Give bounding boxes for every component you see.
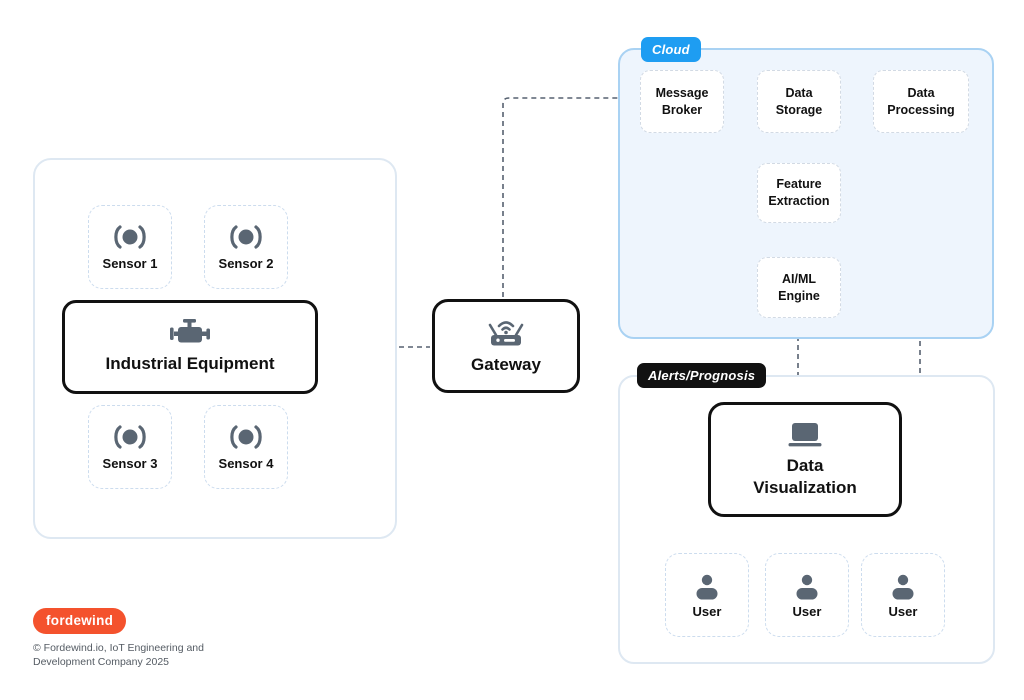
cloud-tag: Cloud — [641, 37, 701, 62]
message-broker-node: Message Broker — [640, 70, 724, 133]
alerts-tag: Alerts/Prognosis — [637, 363, 767, 388]
sensor-2-node: Sensor 2 — [204, 205, 288, 289]
sensor-label: Sensor 4 — [218, 455, 274, 471]
user-icon — [792, 572, 822, 602]
fordewind-logo: fordewind — [33, 608, 127, 634]
feature-extraction-node: Feature Extraction — [757, 163, 841, 223]
copyright-text: © Fordewind.io, IoT Engineering and Deve… — [33, 642, 204, 668]
gateway-node: Gateway — [432, 299, 580, 393]
data-storage-node: Data Storage — [757, 70, 841, 133]
aiml-engine-label: AI/ML Engine — [778, 271, 820, 303]
sensor-icon — [225, 224, 267, 250]
data-visualization-label: Data Visualization — [753, 456, 857, 497]
sensor-3-node: Sensor 3 — [88, 405, 172, 489]
aiml-engine-node: AI/ML Engine — [757, 257, 841, 318]
sensor-1-node: Sensor 1 — [88, 205, 172, 289]
sensor-label: Sensor 1 — [102, 255, 158, 271]
data-processing-node: Data Processing — [873, 70, 969, 133]
sensor-label: Sensor 2 — [218, 255, 274, 271]
router-icon — [485, 316, 527, 347]
industrial-equipment-node: Industrial Equipment — [62, 300, 318, 394]
user-3-node: User — [861, 553, 945, 637]
sensor-4-node: Sensor 4 — [204, 405, 288, 489]
user-1-node: User — [665, 553, 749, 637]
sensor-icon — [109, 424, 151, 450]
user-icon — [888, 572, 918, 602]
data-visualization-node: Data Visualization — [708, 402, 902, 517]
user-label: User — [692, 603, 722, 619]
equipment-label: Industrial Equipment — [105, 354, 275, 374]
user-icon — [692, 572, 722, 602]
message-broker-label: Message Broker — [655, 85, 709, 117]
sensor-label: Sensor 3 — [102, 455, 158, 471]
gateway-label: Gateway — [471, 355, 541, 375]
user-label: User — [888, 603, 918, 619]
sensor-icon — [225, 424, 267, 450]
data-processing-label: Data Processing — [887, 85, 955, 117]
user-2-node: User — [765, 553, 849, 637]
sensor-icon — [109, 224, 151, 250]
engine-icon — [170, 319, 210, 346]
laptop-icon — [786, 421, 824, 448]
feature-extraction-label: Feature Extraction — [768, 177, 830, 208]
user-label: User — [792, 603, 822, 619]
data-storage-label: Data Storage — [775, 85, 823, 117]
